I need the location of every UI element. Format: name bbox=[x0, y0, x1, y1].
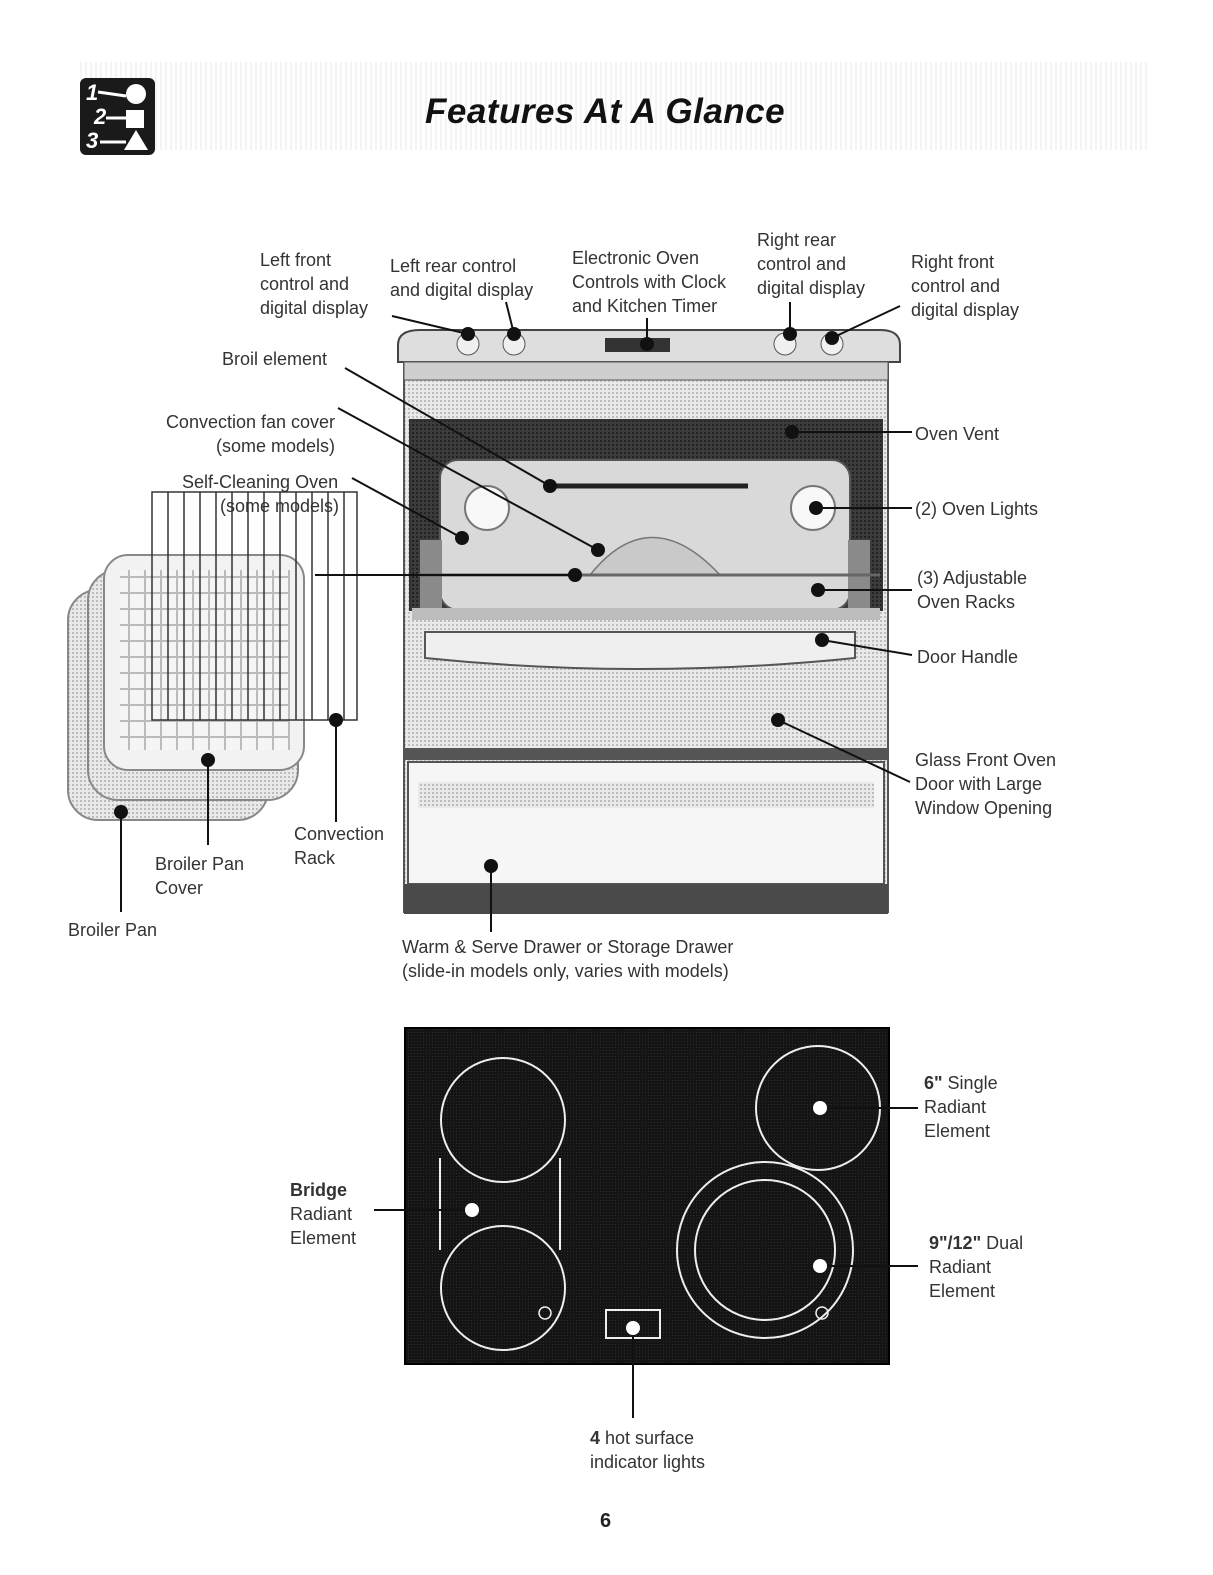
convection-rack-art bbox=[151, 491, 358, 721]
leader-lines bbox=[120, 301, 918, 1418]
callout-dots bbox=[114, 327, 839, 1335]
broiler-pan-art bbox=[67, 554, 305, 821]
label-broiler-pan: Broiler Pan bbox=[68, 920, 158, 940]
svg-text:3: 3 bbox=[86, 128, 98, 153]
cooktop bbox=[404, 1027, 890, 1365]
label-door-handle: Door Handle bbox=[917, 647, 1019, 667]
page-title: Features At A Glance bbox=[425, 92, 786, 131]
steps-logo-icon: 1 2 3 bbox=[80, 78, 155, 155]
label-warm-serve-drawer: Warm & Serve Drawer or Storage Drawer(sl… bbox=[402, 937, 734, 981]
label-oven-lights: (2) Oven Lights bbox=[915, 499, 1039, 519]
label-oven-vent: Oven Vent bbox=[915, 424, 1000, 444]
header-band bbox=[80, 62, 1148, 150]
label-broil-element: Broil element bbox=[222, 349, 328, 369]
label-self-cleaning-oven: Self-Cleaning Oven(some models) bbox=[182, 472, 340, 516]
oven-range bbox=[397, 329, 901, 914]
label-convection-fan-cover: Convection fan cover(some models) bbox=[165, 412, 336, 456]
svg-text:2: 2 bbox=[93, 104, 107, 129]
page-number: 6 bbox=[600, 1510, 612, 1532]
svg-text:1: 1 bbox=[86, 80, 98, 105]
